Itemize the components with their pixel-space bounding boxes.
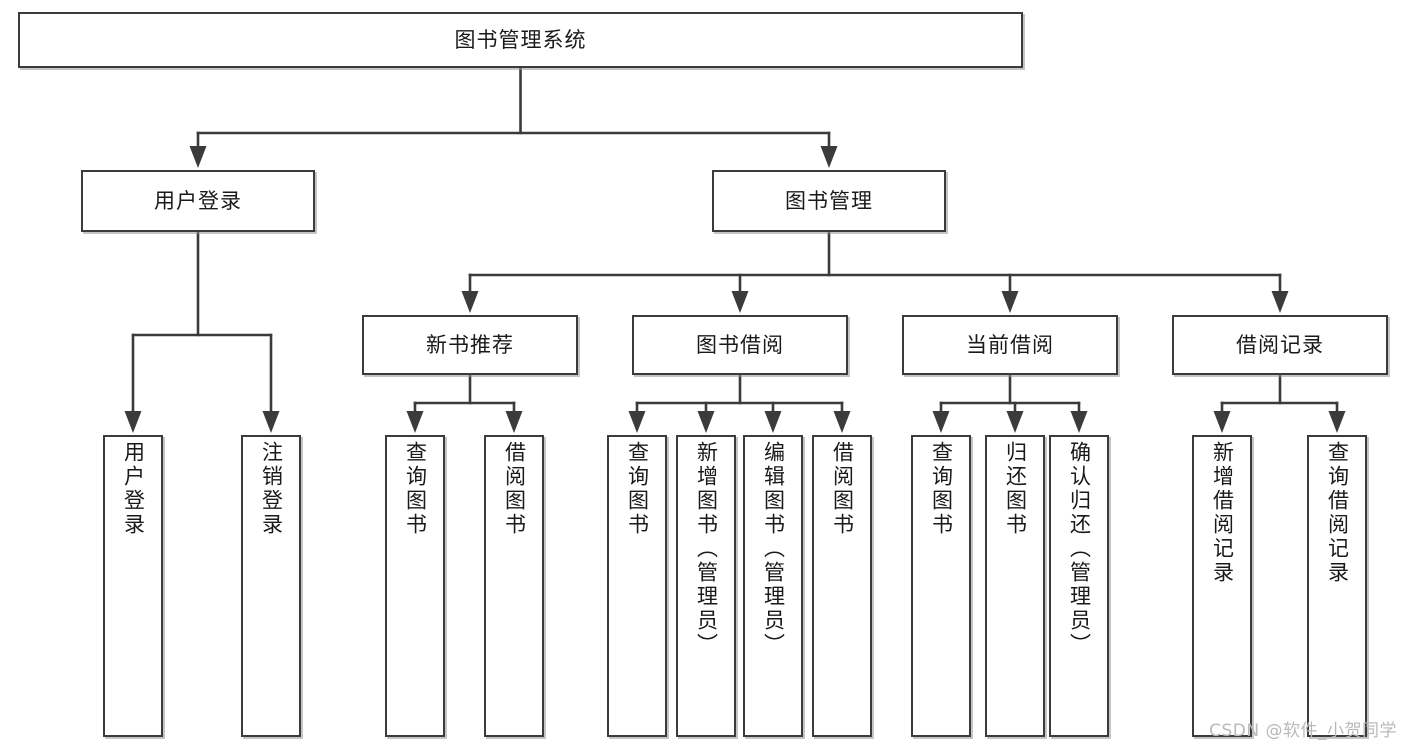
node-label: 当前借阅 [966, 332, 1054, 357]
node-leaf-nb-borrow[interactable]: 借阅图书 [484, 435, 544, 737]
node-leaf-logout[interactable]: 注销登录 [241, 435, 301, 737]
node-leaf-nb-query[interactable]: 查询图书 [385, 435, 445, 737]
node-label: 用户登录 [121, 441, 146, 537]
edge-arrowhead [932, 411, 950, 433]
edge-arrowhead [262, 411, 280, 433]
edge-arrowhead [764, 411, 782, 433]
node-leaf-rec-qry[interactable]: 查询借阅记录 [1307, 435, 1367, 737]
node-leaf-bw-query[interactable]: 查询图书 [607, 435, 667, 737]
node-leaf-cur-conf[interactable]: 确认归还（管理员） [1049, 435, 1109, 737]
edge-arrowhead [461, 291, 479, 313]
edge-arrowhead [1001, 291, 1019, 313]
edge-arrowhead [505, 411, 523, 433]
node-current[interactable]: 当前借阅 [902, 315, 1118, 375]
node-label: 新增借阅记录 [1210, 441, 1235, 585]
node-label: 新书推荐 [426, 332, 514, 357]
edge-arrowhead [124, 411, 142, 433]
node-leaf-login[interactable]: 用户登录 [103, 435, 163, 737]
node-label: 查询图书 [625, 441, 650, 537]
edge-arrowhead [731, 291, 749, 313]
node-leaf-bw-lend[interactable]: 借阅图书 [812, 435, 872, 737]
edge-arrowhead [820, 146, 838, 168]
node-records[interactable]: 借阅记录 [1172, 315, 1388, 375]
node-label: 注销登录 [259, 441, 284, 537]
node-borrow[interactable]: 图书借阅 [632, 315, 848, 375]
edge-arrowhead [833, 411, 851, 433]
node-leaf-bw-edit[interactable]: 编辑图书（管理员） [743, 435, 803, 737]
node-login[interactable]: 用户登录 [81, 170, 315, 232]
node-label: 借阅图书 [830, 441, 855, 537]
node-label: 图书管理 [785, 188, 873, 213]
node-leaf-cur-query[interactable]: 查询图书 [911, 435, 971, 737]
node-leaf-bw-add[interactable]: 新增图书（管理员） [676, 435, 736, 737]
node-label: 借阅图书 [502, 441, 527, 537]
node-label: 查询图书 [403, 441, 428, 537]
edge-arrowhead [406, 411, 424, 433]
node-label: 查询借阅记录 [1325, 441, 1350, 585]
node-label: 图书借阅 [696, 332, 784, 357]
node-label: 借阅记录 [1236, 332, 1324, 357]
edge-arrowhead [1213, 411, 1231, 433]
edge-arrowhead [1006, 411, 1024, 433]
edge-arrowhead [1070, 411, 1088, 433]
node-root[interactable]: 图书管理系统 [18, 12, 1023, 68]
edge-arrowhead [1328, 411, 1346, 433]
node-label: 确认归还（管理员） [1067, 441, 1092, 657]
node-label: 编辑图书（管理员） [761, 441, 786, 657]
node-newbook[interactable]: 新书推荐 [362, 315, 578, 375]
node-label: 新增图书（管理员） [694, 441, 719, 657]
edge-arrowhead [1271, 291, 1289, 313]
edge-arrowhead [697, 411, 715, 433]
node-bookmgmt[interactable]: 图书管理 [712, 170, 946, 232]
node-leaf-cur-ret[interactable]: 归还图书 [985, 435, 1045, 737]
node-label: 用户登录 [154, 188, 242, 213]
node-label: 归还图书 [1003, 441, 1028, 537]
node-leaf-rec-add[interactable]: 新增借阅记录 [1192, 435, 1252, 737]
edge-arrowhead [628, 411, 646, 433]
node-label: 查询图书 [929, 441, 954, 537]
node-label: 图书管理系统 [454, 27, 587, 52]
edge-arrowhead [189, 146, 207, 168]
